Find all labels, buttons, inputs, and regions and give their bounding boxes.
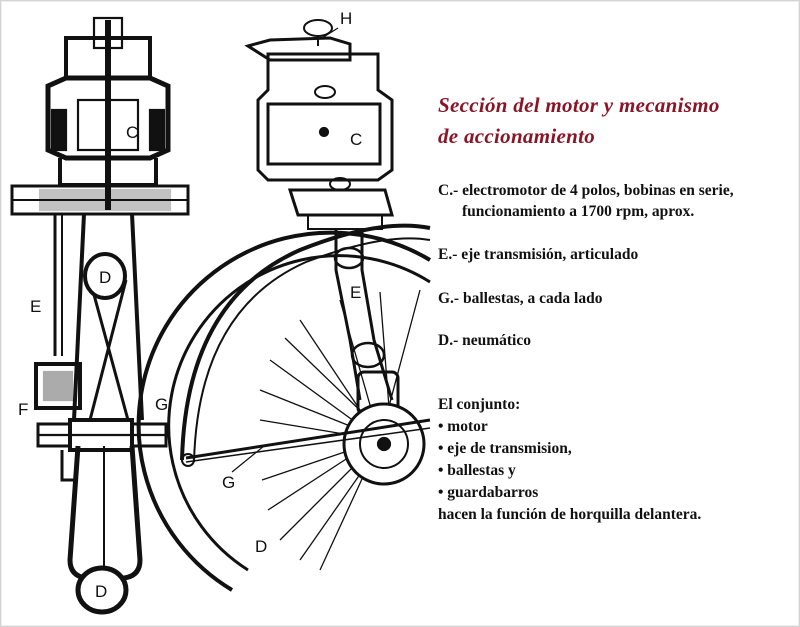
title-line-2: de accionamiento <box>438 124 596 148</box>
label-d-bottom: D <box>95 582 107 601</box>
assembly-item: • eje de transmision, <box>438 440 572 457</box>
assembly-item: • ballestas y <box>438 462 516 479</box>
legend-c: C.- electromotor de 4 polos, bobinas en … <box>438 180 734 222</box>
label-f-left: F <box>18 400 28 419</box>
legend-g: G.- ballestas, a cada lado <box>438 290 603 307</box>
label-c-left: C <box>126 123 138 142</box>
label-g-right: G <box>222 473 235 492</box>
label-e-right: E <box>350 283 361 302</box>
right-perspective-view <box>136 19 432 592</box>
label-g-left: G <box>155 395 168 414</box>
assembly-item: • guardabarros <box>438 484 539 501</box>
assembly-note: El conjunto: • motor • eje de transmisio… <box>438 394 701 526</box>
drawing-labels: C D E F G D H C E G D <box>18 9 362 601</box>
title-line-1: Sección del motor y mecanismo <box>438 93 720 117</box>
label-d-top: D <box>99 268 111 287</box>
left-section-view <box>10 16 190 615</box>
label-d-right: D <box>255 537 267 556</box>
label-h-right: H <box>340 9 352 28</box>
legend-c-line-1: C.- electromotor de 4 polos, bobinas en … <box>438 182 734 199</box>
label-e-left: E <box>30 297 41 316</box>
assembly-heading: El conjunto: <box>438 396 521 413</box>
assembly-closing: hacen la función de horquilla delantera. <box>438 506 702 523</box>
assembly-item: • motor <box>438 418 488 435</box>
label-c-right: C <box>350 130 362 149</box>
diagram-title: Sección del motor y mecanismo de acciona… <box>438 90 798 152</box>
legend-d: D.- neumático <box>438 332 531 349</box>
legend-e: E.- eje transmisión, articulado <box>438 246 639 263</box>
legend-c-line-2: funcionamiento a 1700 rpm, aprox. <box>462 203 695 220</box>
